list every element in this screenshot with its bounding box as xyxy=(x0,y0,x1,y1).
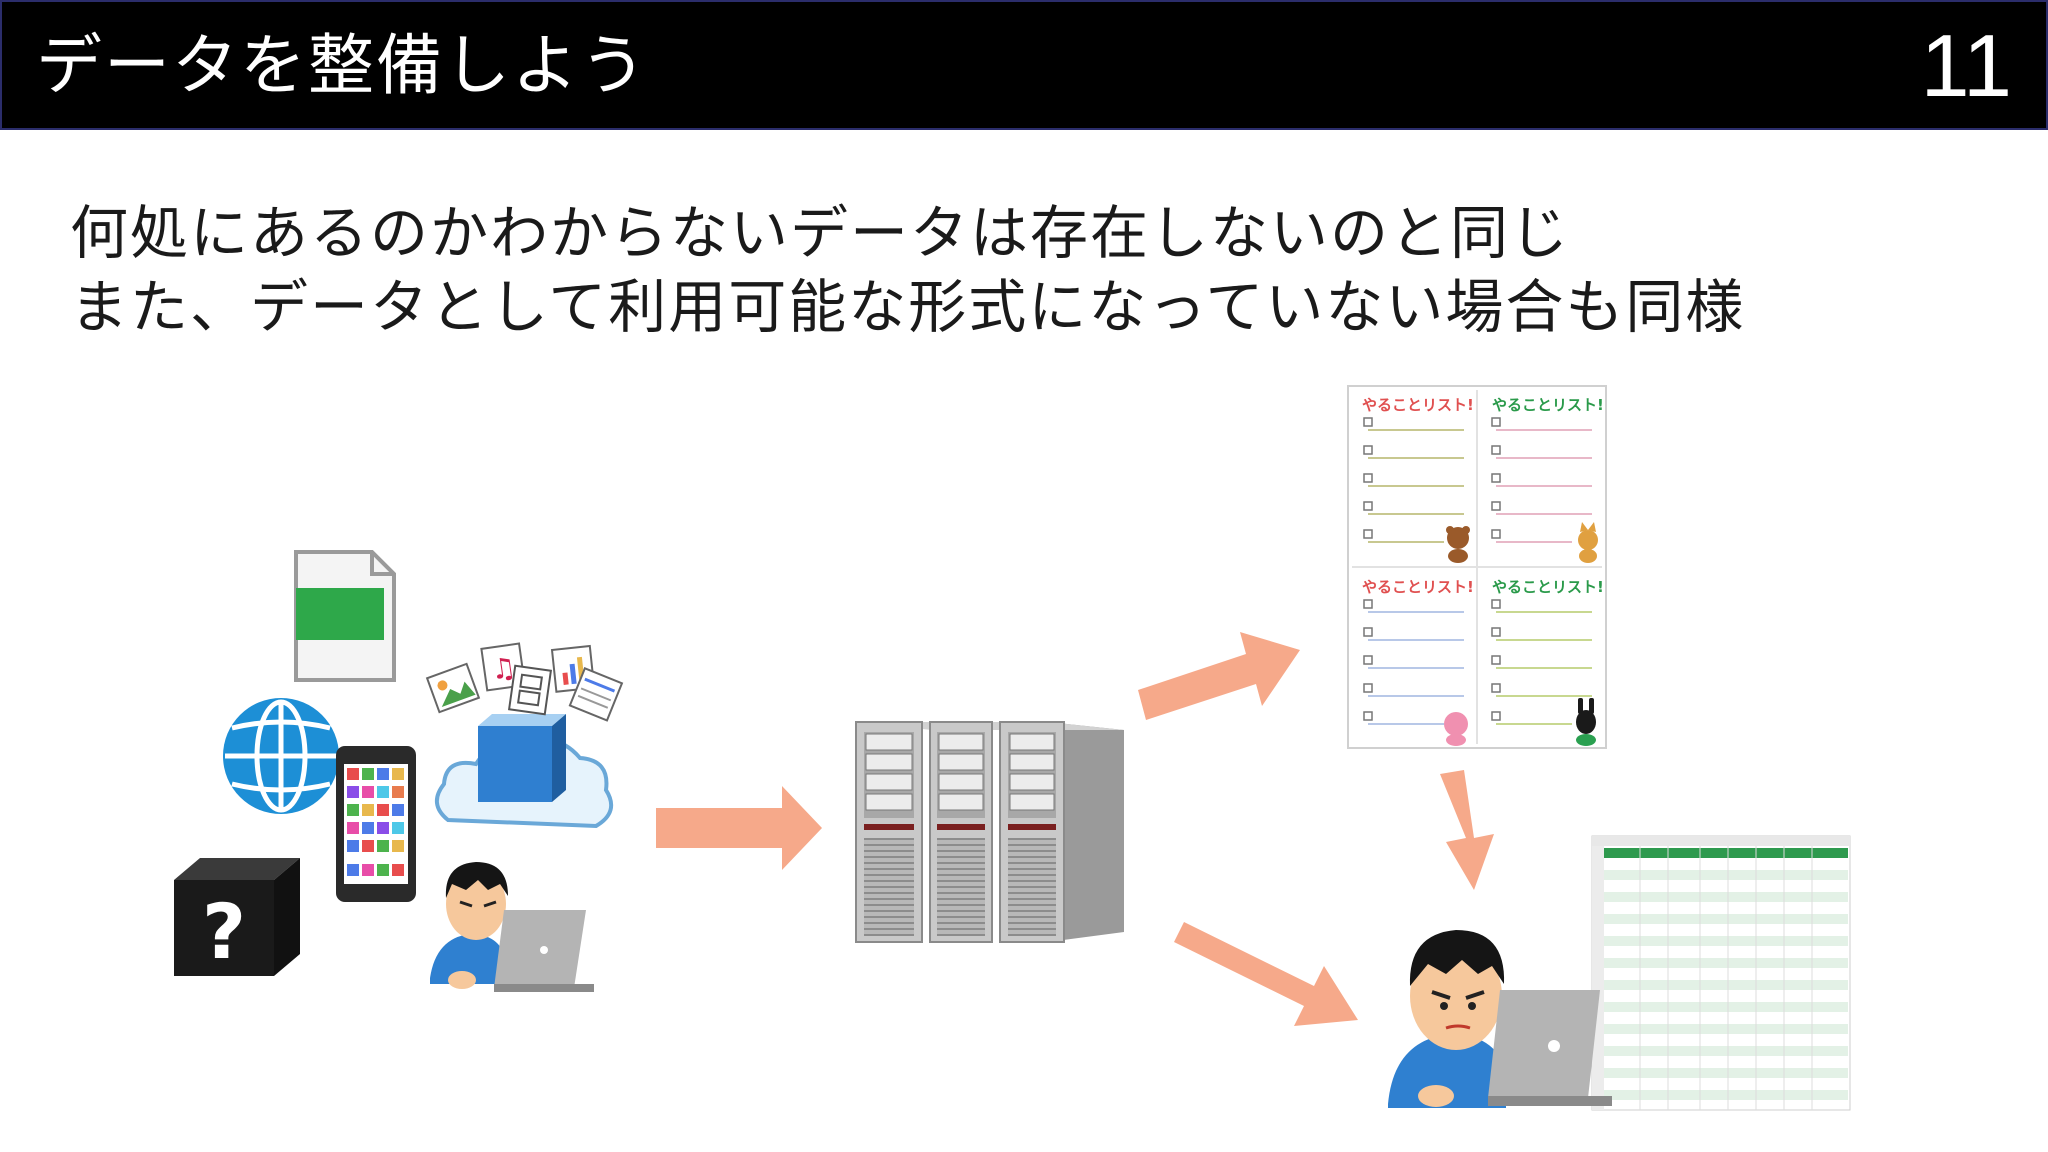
table-card xyxy=(568,667,624,722)
server-rack-icon xyxy=(855,721,1124,943)
person-laptop-large xyxy=(1388,930,1612,1108)
todo-title-4: やることリスト! xyxy=(1492,578,1604,596)
globe-icon xyxy=(223,698,339,814)
arrow-todo-down xyxy=(1440,770,1494,890)
todo-card-4: やることリスト! xyxy=(1491,578,1604,746)
arrow-to-server xyxy=(656,786,822,870)
rack-unit-2 xyxy=(929,721,993,943)
question-box-icon: ? xyxy=(174,858,300,976)
todo-title-3: やることリスト! xyxy=(1362,578,1474,596)
film-card xyxy=(507,664,553,716)
question-mark: ? xyxy=(202,887,246,976)
todo-card-2: やることリスト! xyxy=(1491,396,1604,563)
todo-title-1: やることリスト! xyxy=(1362,396,1474,414)
slide-title: データを整備しよう xyxy=(36,27,648,104)
slide-body: 何処にあるのかわからないデータは存在しないのと同じ また、データとして利用可能な… xyxy=(70,196,1745,344)
body-line-1: 何処にあるのかわからないデータは存在しないのと同じ xyxy=(70,199,1571,267)
title-bar: データを整備しよう 11 xyxy=(0,0,2048,130)
arrow-to-todo xyxy=(1138,632,1300,720)
todo-list-sheet: やることリスト! やることリスト! やることリスト! xyxy=(1347,385,1607,749)
smartphone-icon xyxy=(336,746,416,902)
page-number: 11 xyxy=(1920,16,2012,115)
body-line-2: また、データとして利用可能な形式になっていない場合も同様 xyxy=(70,273,1746,341)
rack-unit-1 xyxy=(855,721,923,943)
cloud-storage-icon: ♫ xyxy=(425,642,624,829)
todo-card-1: やることリスト! xyxy=(1362,396,1474,563)
todo-card-3: やることリスト! xyxy=(1362,578,1474,746)
person-laptop-small xyxy=(430,862,594,992)
arrow-to-spreadsheet xyxy=(1174,922,1358,1026)
rack-unit-3 xyxy=(999,721,1065,943)
spreadsheet-image xyxy=(1591,835,1851,1111)
todo-title-2: やることリスト! xyxy=(1492,396,1604,414)
file-icon xyxy=(294,550,396,682)
photo-card xyxy=(425,662,481,714)
chart-card xyxy=(550,644,596,693)
